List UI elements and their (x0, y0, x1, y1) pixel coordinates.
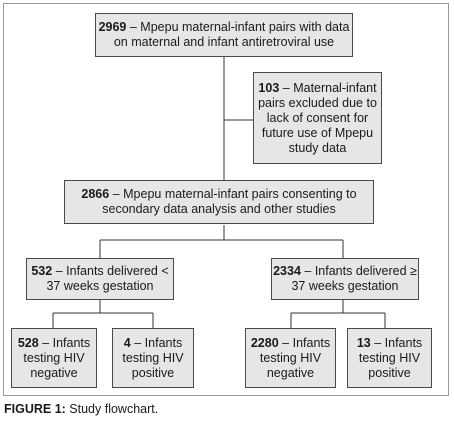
node-excluded: 103 – Maternal-infant pairs excluded due… (253, 72, 382, 164)
caption-label: FIGURE 1: (4, 402, 66, 416)
node-preterm: 532 – Infants delivered < 37 weeks gesta… (26, 258, 174, 300)
node-term: 2334 – Infants delivered ≥ 37 weeks gest… (271, 258, 419, 300)
figure-frame (3, 3, 449, 396)
node-term-hiv-negative: 2280 – Infants testing HIV negative (245, 328, 336, 388)
node-root: 2969 – Mpepu maternal-infant pairs with … (95, 13, 353, 57)
node-preterm-hiv-negative: 528 – Infants testing HIV negative (11, 328, 97, 388)
node-term-hiv-positive: 13 – Infants testing HIV positive (347, 328, 432, 388)
figure-caption: FIGURE 1: Study flowchart. (4, 402, 158, 416)
node-consent: 2866 – Mpepu maternal-infant pairs conse… (64, 180, 374, 224)
caption-text: Study flowchart. (69, 402, 159, 416)
node-preterm-hiv-positive: 4 – Infants testing HIV positive (112, 328, 194, 388)
